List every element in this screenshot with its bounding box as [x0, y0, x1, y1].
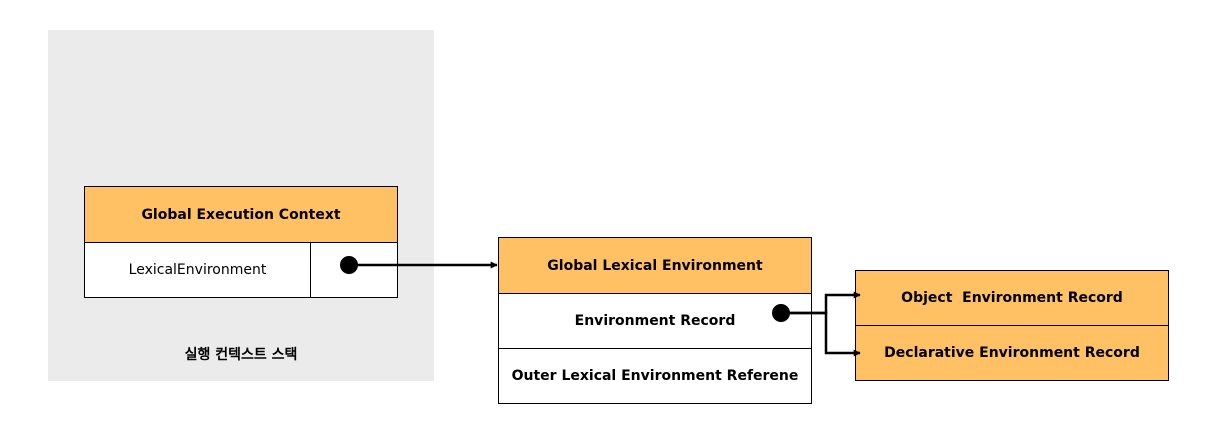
arrow-to-object-record: [781, 291, 861, 315]
global-execution-context: Global Execution Context LexicalEnvironm…: [84, 186, 398, 298]
global-lexical-environment: Global Lexical Environment Environment R…: [498, 237, 812, 404]
environment-record-label: Environment Record: [499, 293, 811, 348]
lexical-environment-pointer-slot: [310, 242, 397, 297]
object-environment-record: Object Environment Record: [901, 290, 1123, 306]
lexical-environment-label: LexicalEnvironment: [85, 242, 310, 297]
stack-label: 실행 컨텍스트 스택: [184, 347, 298, 363]
arrow-to-declarative-record: [781, 311, 861, 357]
gle-title: Global Lexical Environment: [499, 238, 811, 293]
declarative-environment-record: Declarative Environment Record: [856, 325, 1168, 380]
outer-reference-label: Outer Lexical Environment Referene: [499, 348, 811, 403]
environment-records: Object Environment Record Declarative En…: [855, 270, 1169, 381]
gec-title: Global Execution Context: [85, 187, 397, 242]
